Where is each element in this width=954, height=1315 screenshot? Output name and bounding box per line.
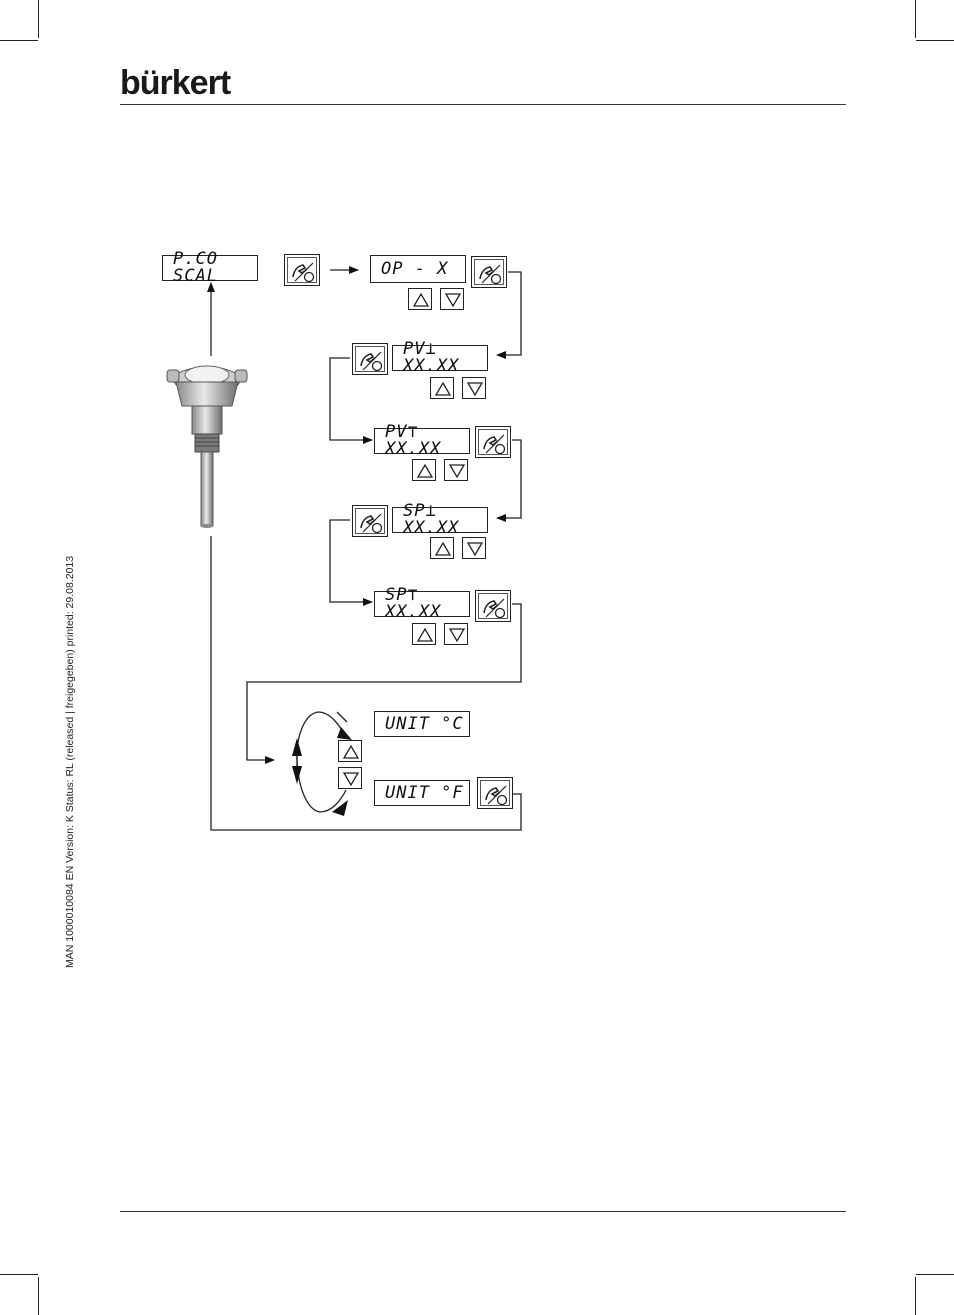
enter-hand-key-icon[interactable] [352, 505, 388, 537]
enter-hand-key-icon[interactable] [284, 254, 320, 286]
enter-hand-key-icon[interactable] [352, 343, 388, 375]
down-arrow-key-icon[interactable] [440, 288, 464, 310]
down-arrow-key-icon[interactable] [444, 623, 468, 645]
display-unit-c: UNIT °C [374, 711, 470, 737]
up-arrow-key-icon[interactable] [412, 623, 436, 645]
down-arrow-key-icon[interactable] [462, 537, 486, 559]
thermometer-device-icon [162, 356, 252, 536]
enter-hand-key-icon[interactable] [475, 590, 511, 622]
display-pco-scal: P.CO SCAL [162, 255, 258, 281]
display-pv-low: PV⊥ XX.XX [392, 345, 488, 371]
display-sp-high: SP⊤ XX.XX [374, 591, 470, 617]
display-op-x: OP - X [370, 255, 466, 283]
down-arrow-key-icon[interactable] [338, 767, 362, 789]
enter-hand-key-icon[interactable] [475, 426, 511, 458]
display-unit-f: UNIT °F [374, 780, 470, 806]
up-arrow-key-icon[interactable] [338, 740, 362, 762]
enter-hand-key-icon[interactable] [471, 256, 507, 288]
up-arrow-key-icon[interactable] [430, 537, 454, 559]
up-arrow-key-icon[interactable] [412, 459, 436, 481]
down-arrow-key-icon[interactable] [462, 377, 486, 399]
up-arrow-key-icon[interactable] [430, 377, 454, 399]
enter-hand-key-icon[interactable] [477, 777, 513, 809]
up-arrow-key-icon[interactable] [408, 288, 432, 310]
display-sp-low: SP⊥ XX.XX [392, 507, 488, 533]
display-pv-high: PV⊤ XX.XX [374, 428, 470, 454]
down-arrow-key-icon[interactable] [444, 459, 468, 481]
